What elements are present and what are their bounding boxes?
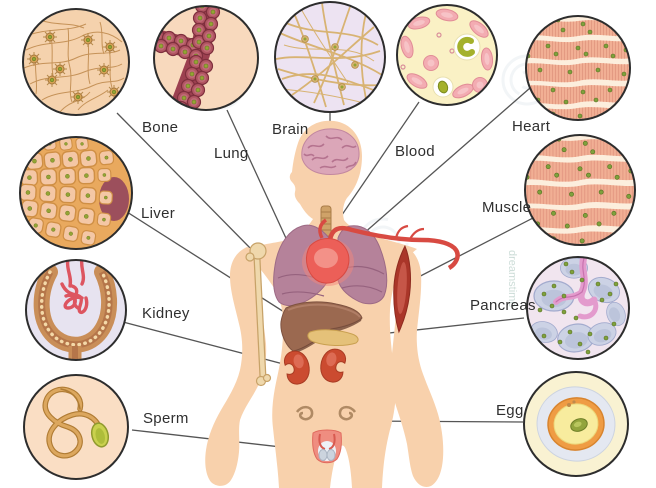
pancreas-cell-circle bbox=[526, 256, 630, 360]
blood-cell-circle bbox=[396, 4, 498, 106]
pancreas-label: Pancreas bbox=[470, 297, 536, 314]
ovary-curls bbox=[295, 405, 357, 421]
liver-callout-line bbox=[126, 211, 304, 325]
lung-cell-circle bbox=[153, 5, 259, 111]
lung-label: Lung bbox=[214, 145, 249, 162]
sperm-label: Sperm bbox=[143, 410, 189, 427]
egg-label: Egg bbox=[496, 402, 524, 419]
humerus-bone bbox=[245, 242, 272, 387]
bone-label: Bone bbox=[142, 119, 179, 136]
heart-label: Heart bbox=[512, 118, 551, 135]
heart-cell-circle bbox=[525, 15, 631, 121]
human-body-silhouette bbox=[205, 120, 460, 488]
sperm-head bbox=[90, 422, 110, 448]
bone-cell-circle bbox=[22, 8, 130, 116]
kidney-label: Kidney bbox=[142, 305, 190, 322]
muscle-callout-line bbox=[402, 217, 534, 286]
aorta-vessel bbox=[318, 218, 460, 270]
liver-label: Liver bbox=[141, 205, 176, 222]
brain-cell-circle bbox=[274, 1, 386, 113]
kidneys-organ bbox=[283, 348, 347, 385]
blood-callout-line bbox=[332, 101, 420, 229]
egg-cell-circle bbox=[523, 371, 629, 477]
egg-nucleus bbox=[570, 418, 588, 432]
liver-cell-circle bbox=[19, 136, 133, 250]
muscle-label: Muscle bbox=[482, 199, 532, 216]
left-arm bbox=[205, 247, 267, 486]
bone-callout-line bbox=[116, 112, 256, 254]
white-blood-cell bbox=[453, 33, 481, 61]
watermark-text: dreamstime bbox=[506, 250, 518, 307]
pancreas-organ bbox=[307, 329, 359, 346]
brain-organ bbox=[301, 128, 360, 175]
liver-organ bbox=[280, 301, 363, 353]
blood-label: Blood bbox=[395, 143, 435, 160]
genital-organ bbox=[312, 429, 342, 464]
white-blood-cell bbox=[432, 76, 454, 98]
arm-muscle-organ bbox=[393, 244, 412, 334]
heart-organ bbox=[302, 238, 354, 286]
muscle-cell-circle bbox=[524, 134, 636, 246]
kidney-cell-circle bbox=[25, 259, 127, 361]
sperm-cell-circle bbox=[23, 374, 129, 480]
brain-label: Brain bbox=[272, 121, 309, 138]
